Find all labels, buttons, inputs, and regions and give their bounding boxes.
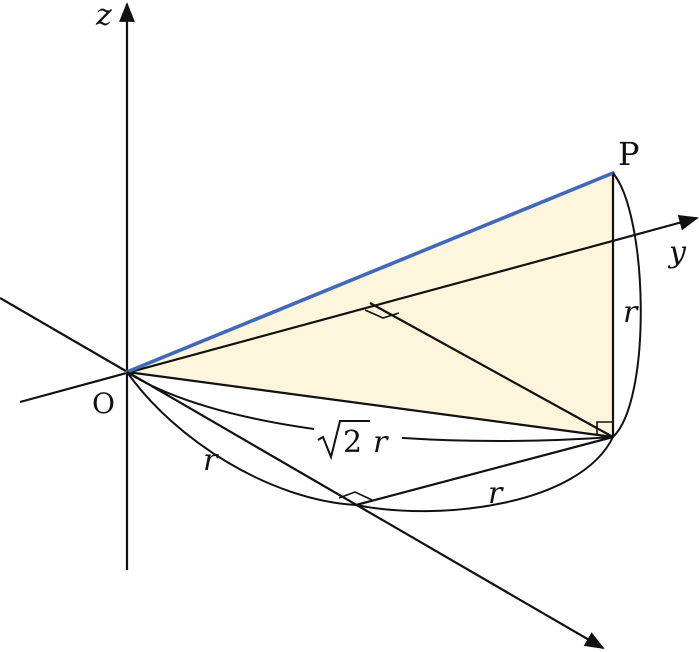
y-axis-label: y — [667, 235, 687, 270]
z-axis-label: z — [95, 0, 112, 33]
sqrt-two-r-label: 2 r — [314, 418, 402, 461]
brace-r-lower-left — [126, 371, 357, 506]
segment-foot-to-x-axis — [355, 435, 614, 507]
segment-op — [125, 171, 615, 374]
origin-label: O — [92, 387, 115, 420]
segment-o-foot — [126, 370, 614, 439]
sqrt-r-factor: r — [373, 425, 389, 460]
r-lower-right-label: r — [488, 476, 504, 511]
right-angle-marks — [338, 309, 613, 501]
right-angle-mark-foot — [596, 421, 613, 435]
right-angle-mark-y-axis — [364, 309, 400, 319]
sqrt-radicand: 2 — [343, 425, 362, 460]
r-vertical-label: r — [623, 295, 639, 330]
brace-r-vertical — [612, 172, 642, 438]
r-lower-left-label: r — [203, 443, 219, 478]
radical-sign — [317, 420, 370, 461]
segment-foot-to-y-axis — [369, 302, 614, 438]
point-p-label: P — [618, 135, 640, 173]
x-axis-line — [0, 297, 605, 649]
right-angle-mark-x-axis — [338, 491, 373, 501]
segments — [126, 173, 615, 507]
brace-r-lower-right — [355, 436, 614, 513]
